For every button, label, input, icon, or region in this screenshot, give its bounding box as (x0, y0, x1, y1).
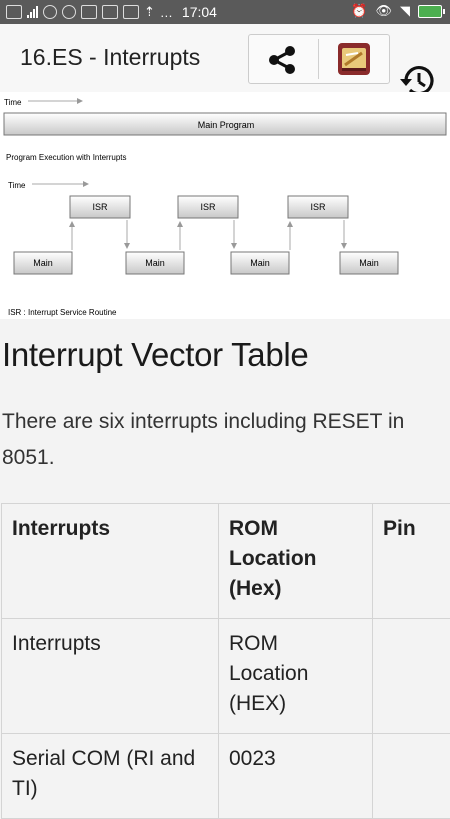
app-notification-icon (6, 5, 22, 19)
table-cell: Serial COM (RI and TI) (2, 734, 219, 819)
signal-icon (27, 6, 38, 18)
table-header-cell: ROM Location (Hex) (219, 504, 373, 619)
page-title: 16.ES - Interrupts (20, 44, 200, 71)
table-row: Serial COM (RI and TI) 0023 (2, 734, 450, 819)
interrupt-vector-table: Interrupts ROM Location (Hex) Pin Interr… (1, 503, 450, 819)
alarm-icon: ⏰ (351, 3, 367, 19)
whatsapp-icon (62, 5, 76, 19)
time-label: Time (8, 181, 26, 190)
main-box-2: Main (145, 258, 165, 268)
mail-icon (123, 5, 139, 19)
main-program-label: Main Program (198, 120, 255, 130)
isr-box-3: ISR (310, 202, 326, 212)
main-box-4: Main (359, 258, 379, 268)
table-header-row: Interrupts ROM Location (Hex) Pin (2, 504, 450, 619)
gmail-icon (81, 5, 97, 19)
eye-icon: 👁 (375, 3, 392, 19)
isr-box-2: ISR (200, 202, 216, 212)
battery-icon (418, 5, 442, 18)
time-label-top: Time (4, 98, 22, 107)
diagram-footnote: ISR : Interrupt Service Routine (8, 308, 117, 317)
table-cell: 0023 (219, 734, 373, 819)
action-group (248, 34, 390, 84)
vpn-icon (43, 5, 57, 19)
section-heading: Interrupt Vector Table (2, 336, 308, 374)
intro-paragraph: There are six interrupts including RESET… (2, 404, 442, 476)
share-icon (264, 42, 300, 78)
isr-box-1: ISR (92, 202, 108, 212)
app-bar: 16.ES - Interrupts (0, 24, 450, 93)
program-execution-title: Program Execution with Interrupts (6, 153, 127, 162)
more-notifications-icon: … (160, 5, 173, 20)
table-cell: ROM Location (HEX) (219, 619, 373, 734)
table-cell: Interrupts (2, 619, 219, 734)
main-box-1: Main (33, 258, 53, 268)
upload-icon: ⇡ (144, 4, 155, 20)
clock-time: 17:04 (182, 4, 217, 20)
main-box-3: Main (250, 258, 270, 268)
interrupt-diagram: Time Main Program Program Execution with… (0, 92, 450, 319)
table-header-cell: Interrupts (2, 504, 219, 619)
table-cell (373, 734, 450, 819)
book-icon (336, 41, 372, 77)
share-button[interactable] (264, 42, 300, 78)
table-header-cell: Pin (373, 504, 450, 619)
table-row: Interrupts ROM Location (HEX) (2, 619, 450, 734)
book-button[interactable] (336, 41, 372, 77)
status-bar: ⇡ … 17:04 ⏰ 👁 ◥ (0, 0, 450, 24)
table-cell (373, 619, 450, 734)
wifi-icon: ◥ (400, 3, 410, 19)
app-icon (102, 5, 118, 19)
